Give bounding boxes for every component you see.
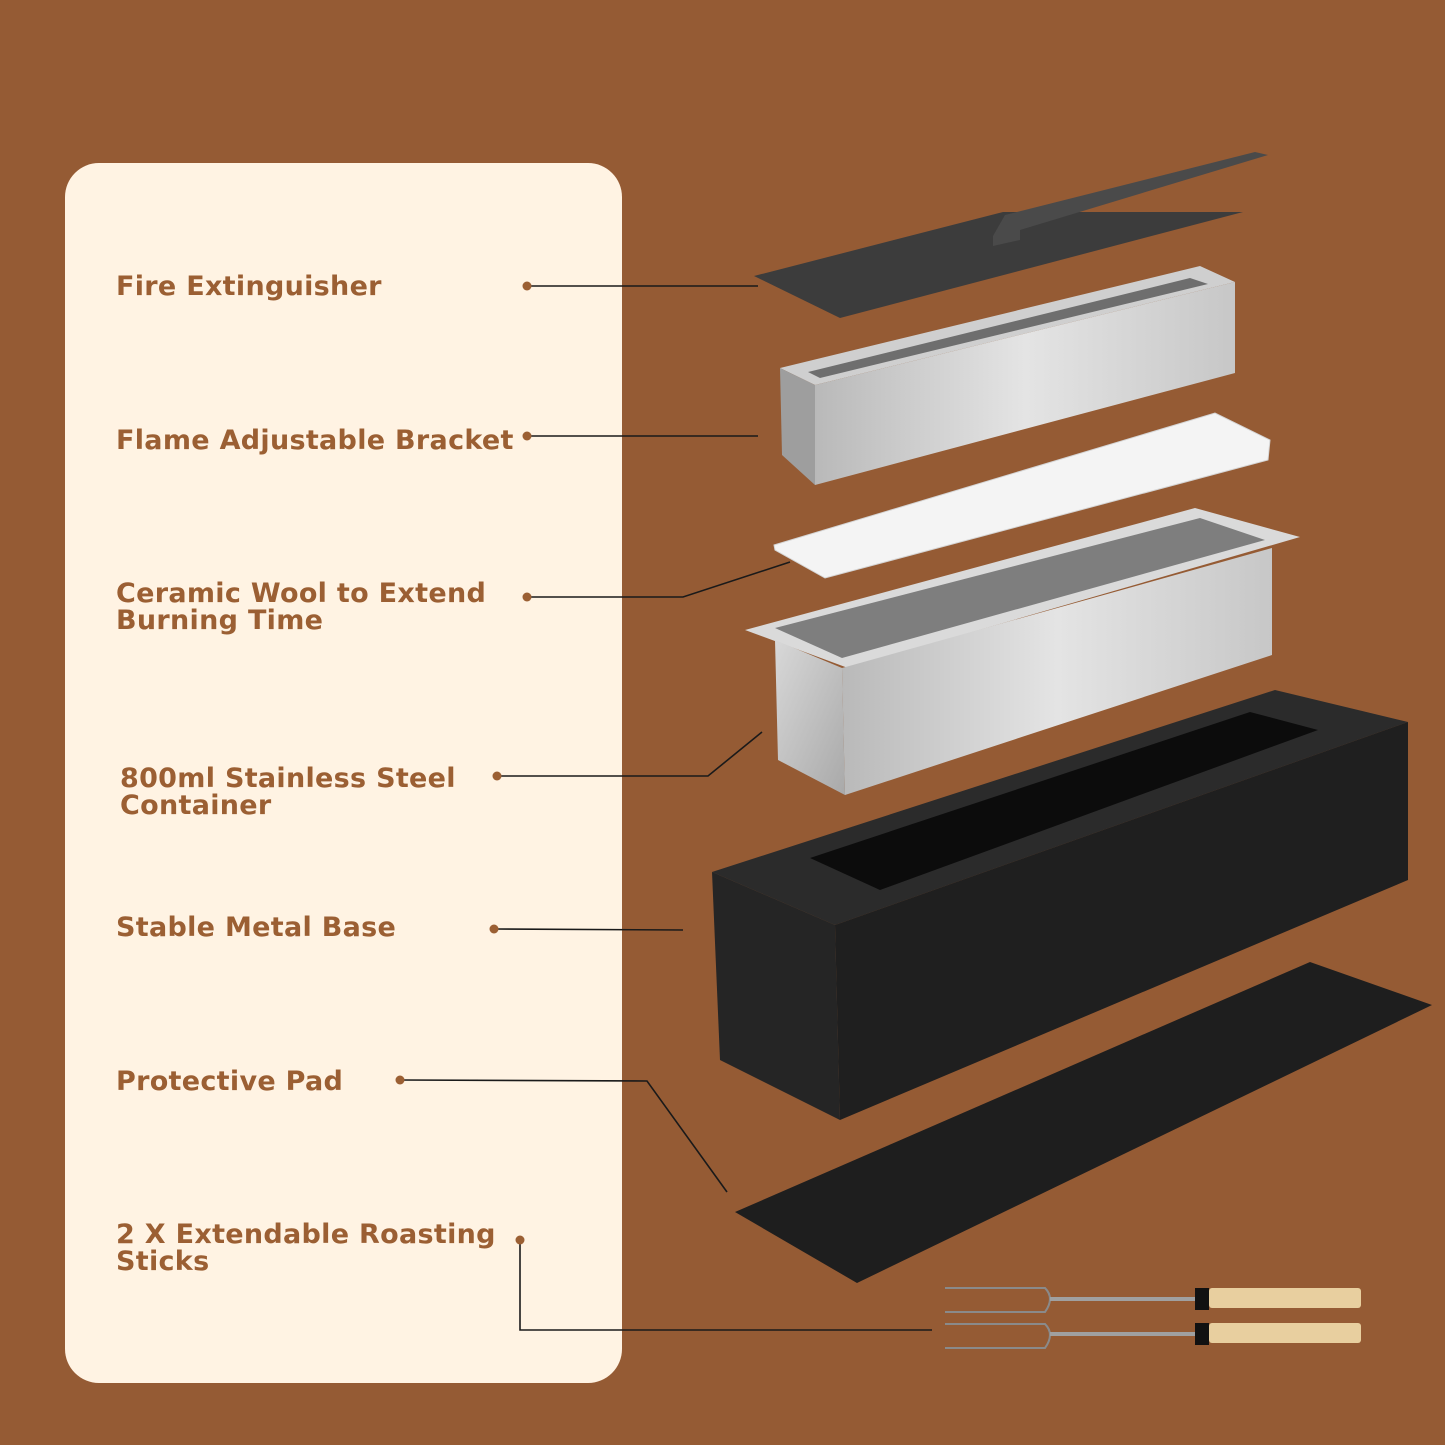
label-ceramic-wool: Ceramic Wool to Extend Burning Time	[116, 580, 486, 634]
steel-container-image	[745, 508, 1300, 795]
leader-container	[497, 731, 763, 777]
roasting-sticks-image	[945, 1287, 1361, 1349]
label-line: 2 X Extendable Roasting	[116, 1219, 496, 1250]
flame-bracket-image	[780, 266, 1235, 485]
label-flame-bracket: Flame Adjustable Bracket	[116, 425, 514, 456]
label-line: Ceramic Wool to Extend	[116, 578, 487, 609]
fire-extinguisher-image	[754, 152, 1268, 318]
label-line: Sticks	[116, 1246, 210, 1277]
leader-metal-base	[493, 928, 684, 931]
label-line: Container	[120, 790, 272, 821]
label-metal-base: Stable Metal Base	[116, 912, 397, 943]
labels-panel	[65, 163, 622, 1383]
metal-base-image	[712, 690, 1408, 1120]
leader-roasting-sticks	[519, 1240, 932, 1331]
label-fire-extinguisher: Fire Extinguisher	[116, 271, 382, 302]
protective-pad-image	[735, 962, 1432, 1283]
leader-dots	[395, 281, 532, 1245]
ceramic-wool-image	[773, 412, 1271, 579]
label-container: 800ml Stainless Steel Container	[120, 765, 456, 819]
label-line: Burning Time	[116, 605, 324, 636]
label-protective-pad: Protective Pad	[116, 1066, 344, 1097]
label-roasting-sticks: 2 X Extendable Roasting Sticks	[116, 1221, 496, 1275]
label-line: 800ml Stainless Steel	[120, 763, 456, 794]
leader-lines	[399, 285, 932, 1331]
leader-protective-pad	[399, 1079, 728, 1193]
leader-ceramic-wool	[527, 561, 791, 598]
